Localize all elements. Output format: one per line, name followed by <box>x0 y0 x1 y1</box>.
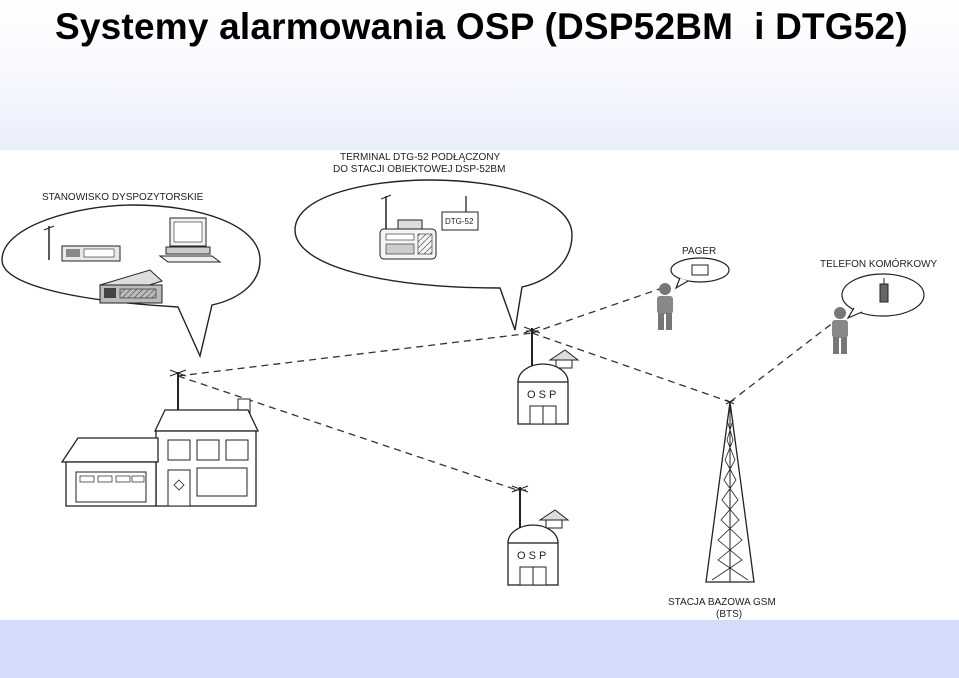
link-dispatch-osp2 <box>177 375 521 492</box>
dispatcher-bubble: STANOWISKO DYSPOZYTORSKIE <box>1 192 261 359</box>
link-osp1-bts <box>531 332 731 403</box>
pager-user: PAGER <box>657 246 730 330</box>
terminal-label-line1: TERMINAL DTG-52 PODŁĄCZONY <box>340 152 501 163</box>
bts-label-line1: STACJA BAZOWA GSM <box>668 597 776 608</box>
bts-label-line2: (BTS) <box>716 609 742 620</box>
link-bts-phone <box>729 321 835 403</box>
terminal-label-line2: DO STACJI OBIEKTOWEJ DSP-52BM <box>333 164 505 175</box>
link-dispatch-osp1 <box>177 332 533 377</box>
dispatcher-building <box>60 369 260 507</box>
radio-transceiver-icon <box>43 225 121 262</box>
link-osp1-pager <box>531 285 669 334</box>
phone-label: TELEFON KOMÓRKOWY <box>820 257 938 270</box>
computer-icon <box>158 217 222 263</box>
slide-title: Systemy alarmowania OSP (DSP52BM i DTG52… <box>55 6 908 47</box>
dtg52-module-label: DTG-52 <box>445 217 474 226</box>
pager-icon <box>691 264 709 276</box>
pager-label: PAGER <box>682 246 716 257</box>
gsm-base-station-tower: STACJA BAZOWA GSM (BTS) <box>668 399 776 620</box>
network-diagram: STANOWISKO DYSPOZYTORSKIE TERMINAL DTG-5… <box>0 150 959 620</box>
dsp52bm-station-icon <box>379 194 437 260</box>
dtg52-module-icon: DTG-52 <box>441 196 479 231</box>
person-icon <box>657 283 673 330</box>
osp-label-2: O S P <box>517 550 546 562</box>
radio-links <box>177 285 835 492</box>
dispatcher-label: STANOWISKO DYSPOZYTORSKIE <box>42 192 204 203</box>
person-icon-2 <box>832 307 848 354</box>
osp-station-2: O S P <box>507 485 570 586</box>
phone-user: TELEFON KOMÓRKOWY <box>820 257 938 354</box>
title-bar: Systemy alarmowania OSP (DSP52BM i DTG52… <box>0 0 959 150</box>
diagram-canvas: STANOWISKO DYSPOZYTORSKIE TERMINAL DTG-5… <box>1 152 938 620</box>
osp-station-1: O S P <box>517 326 580 425</box>
osp-label-1: O S P <box>527 389 556 401</box>
footer-band <box>0 620 959 678</box>
terminal-bubble: TERMINAL DTG-52 PODŁĄCZONY DO STACJI OBI… <box>294 152 573 331</box>
mobile-phone-icon <box>879 278 889 303</box>
control-console-icon <box>99 269 163 304</box>
